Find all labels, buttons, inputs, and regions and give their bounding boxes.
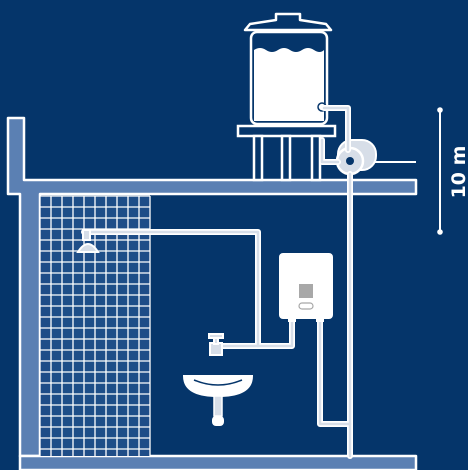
tap-icon <box>208 333 224 356</box>
pipe-stand-to-pump <box>319 137 341 165</box>
height-indicator: 10 m <box>437 107 468 235</box>
heater-display <box>299 284 313 298</box>
floor-slab <box>18 454 418 470</box>
water-tank <box>243 12 333 126</box>
tank-lid <box>243 12 333 32</box>
pipe-cold-to-heater <box>317 315 353 427</box>
height-label: 10 m <box>448 146 468 199</box>
roof-slab-and-left-wall <box>6 116 418 458</box>
pipe-network <box>81 105 353 459</box>
tiled-wall <box>39 195 151 456</box>
heater-button <box>298 302 314 310</box>
wash-basin <box>182 375 254 426</box>
tank-water <box>254 48 324 121</box>
building-structure <box>6 116 418 470</box>
shower-head-icon <box>76 229 100 253</box>
water-heater <box>279 253 333 322</box>
